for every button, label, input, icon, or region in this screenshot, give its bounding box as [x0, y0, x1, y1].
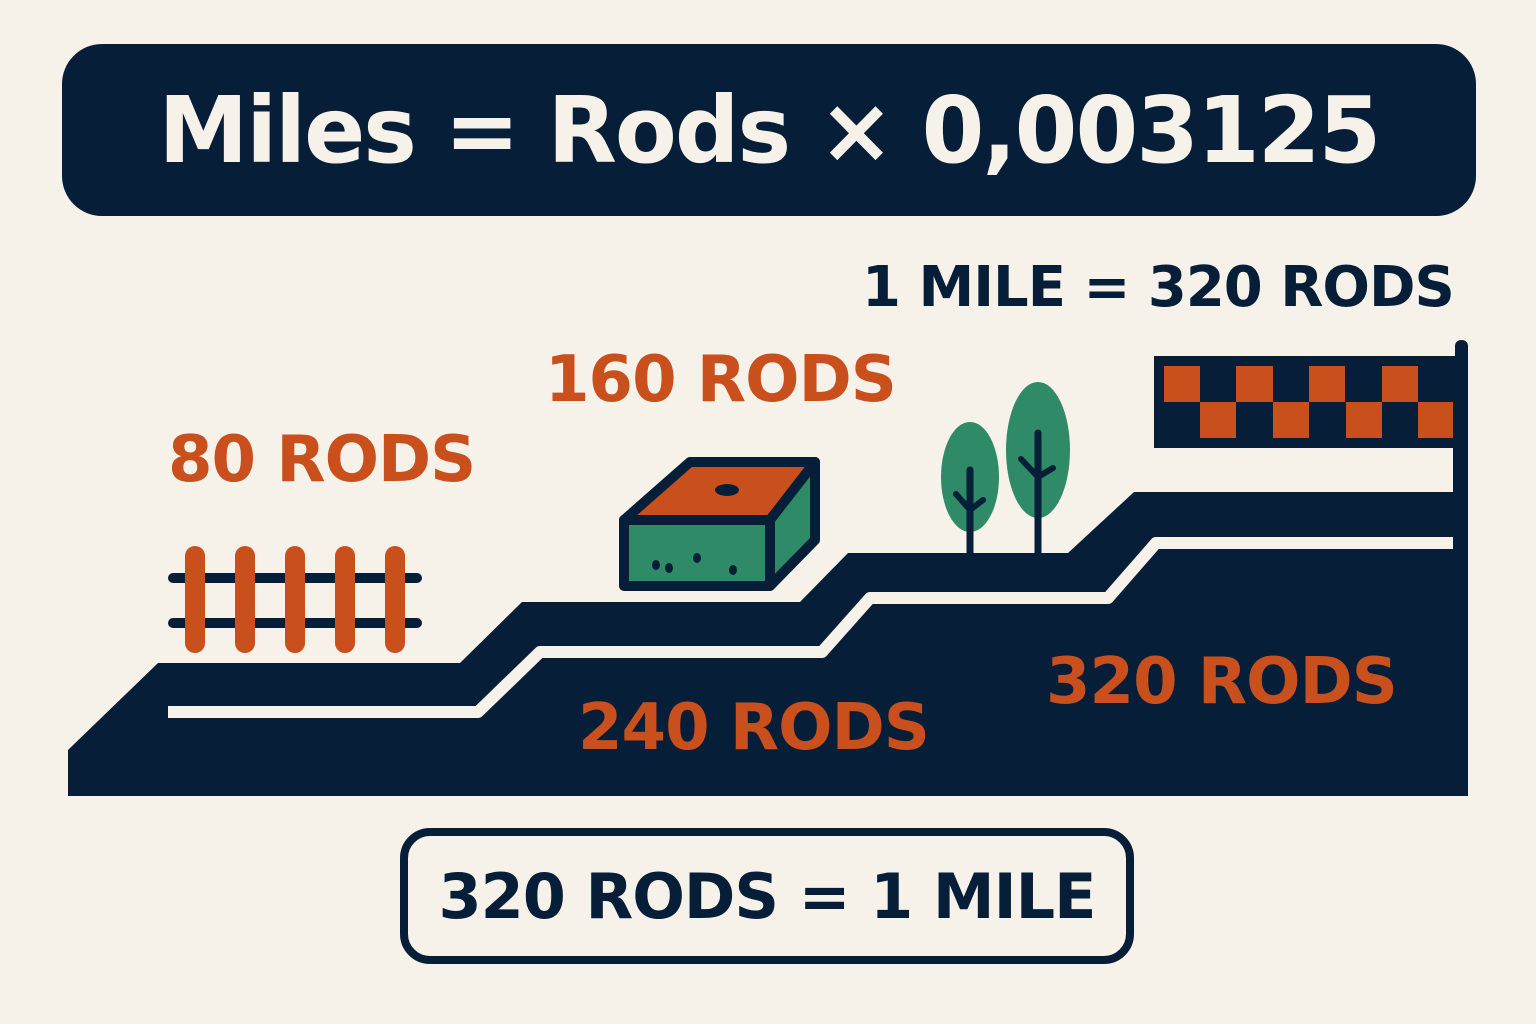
equivalence-box: 320 RODS = 1 MILE [400, 828, 1134, 964]
box-hole [715, 484, 739, 496]
fence-icon [168, 546, 422, 653]
checkered-flag-icon [1154, 340, 1468, 500]
rods-320-label: 320 RODS [1046, 645, 1398, 719]
mile-equivalence-label: 1 MILE = 320 RODS [862, 255, 1455, 320]
tree-icon-large [1006, 382, 1070, 557]
rods-80-label: 80 RODS [168, 423, 476, 497]
formula-banner: Miles = Rods × 0,003125 [62, 44, 1476, 216]
road-line [168, 537, 1453, 718]
formula-text: Miles = Rods × 0,003125 [158, 76, 1382, 184]
tree-icon-small [941, 422, 999, 557]
rods-160-label: 160 RODS [545, 343, 897, 417]
terrain-ground [68, 356, 1468, 796]
rods-240-label: 240 RODS [578, 691, 930, 765]
equivalence-text: 320 RODS = 1 MILE [438, 859, 1096, 933]
